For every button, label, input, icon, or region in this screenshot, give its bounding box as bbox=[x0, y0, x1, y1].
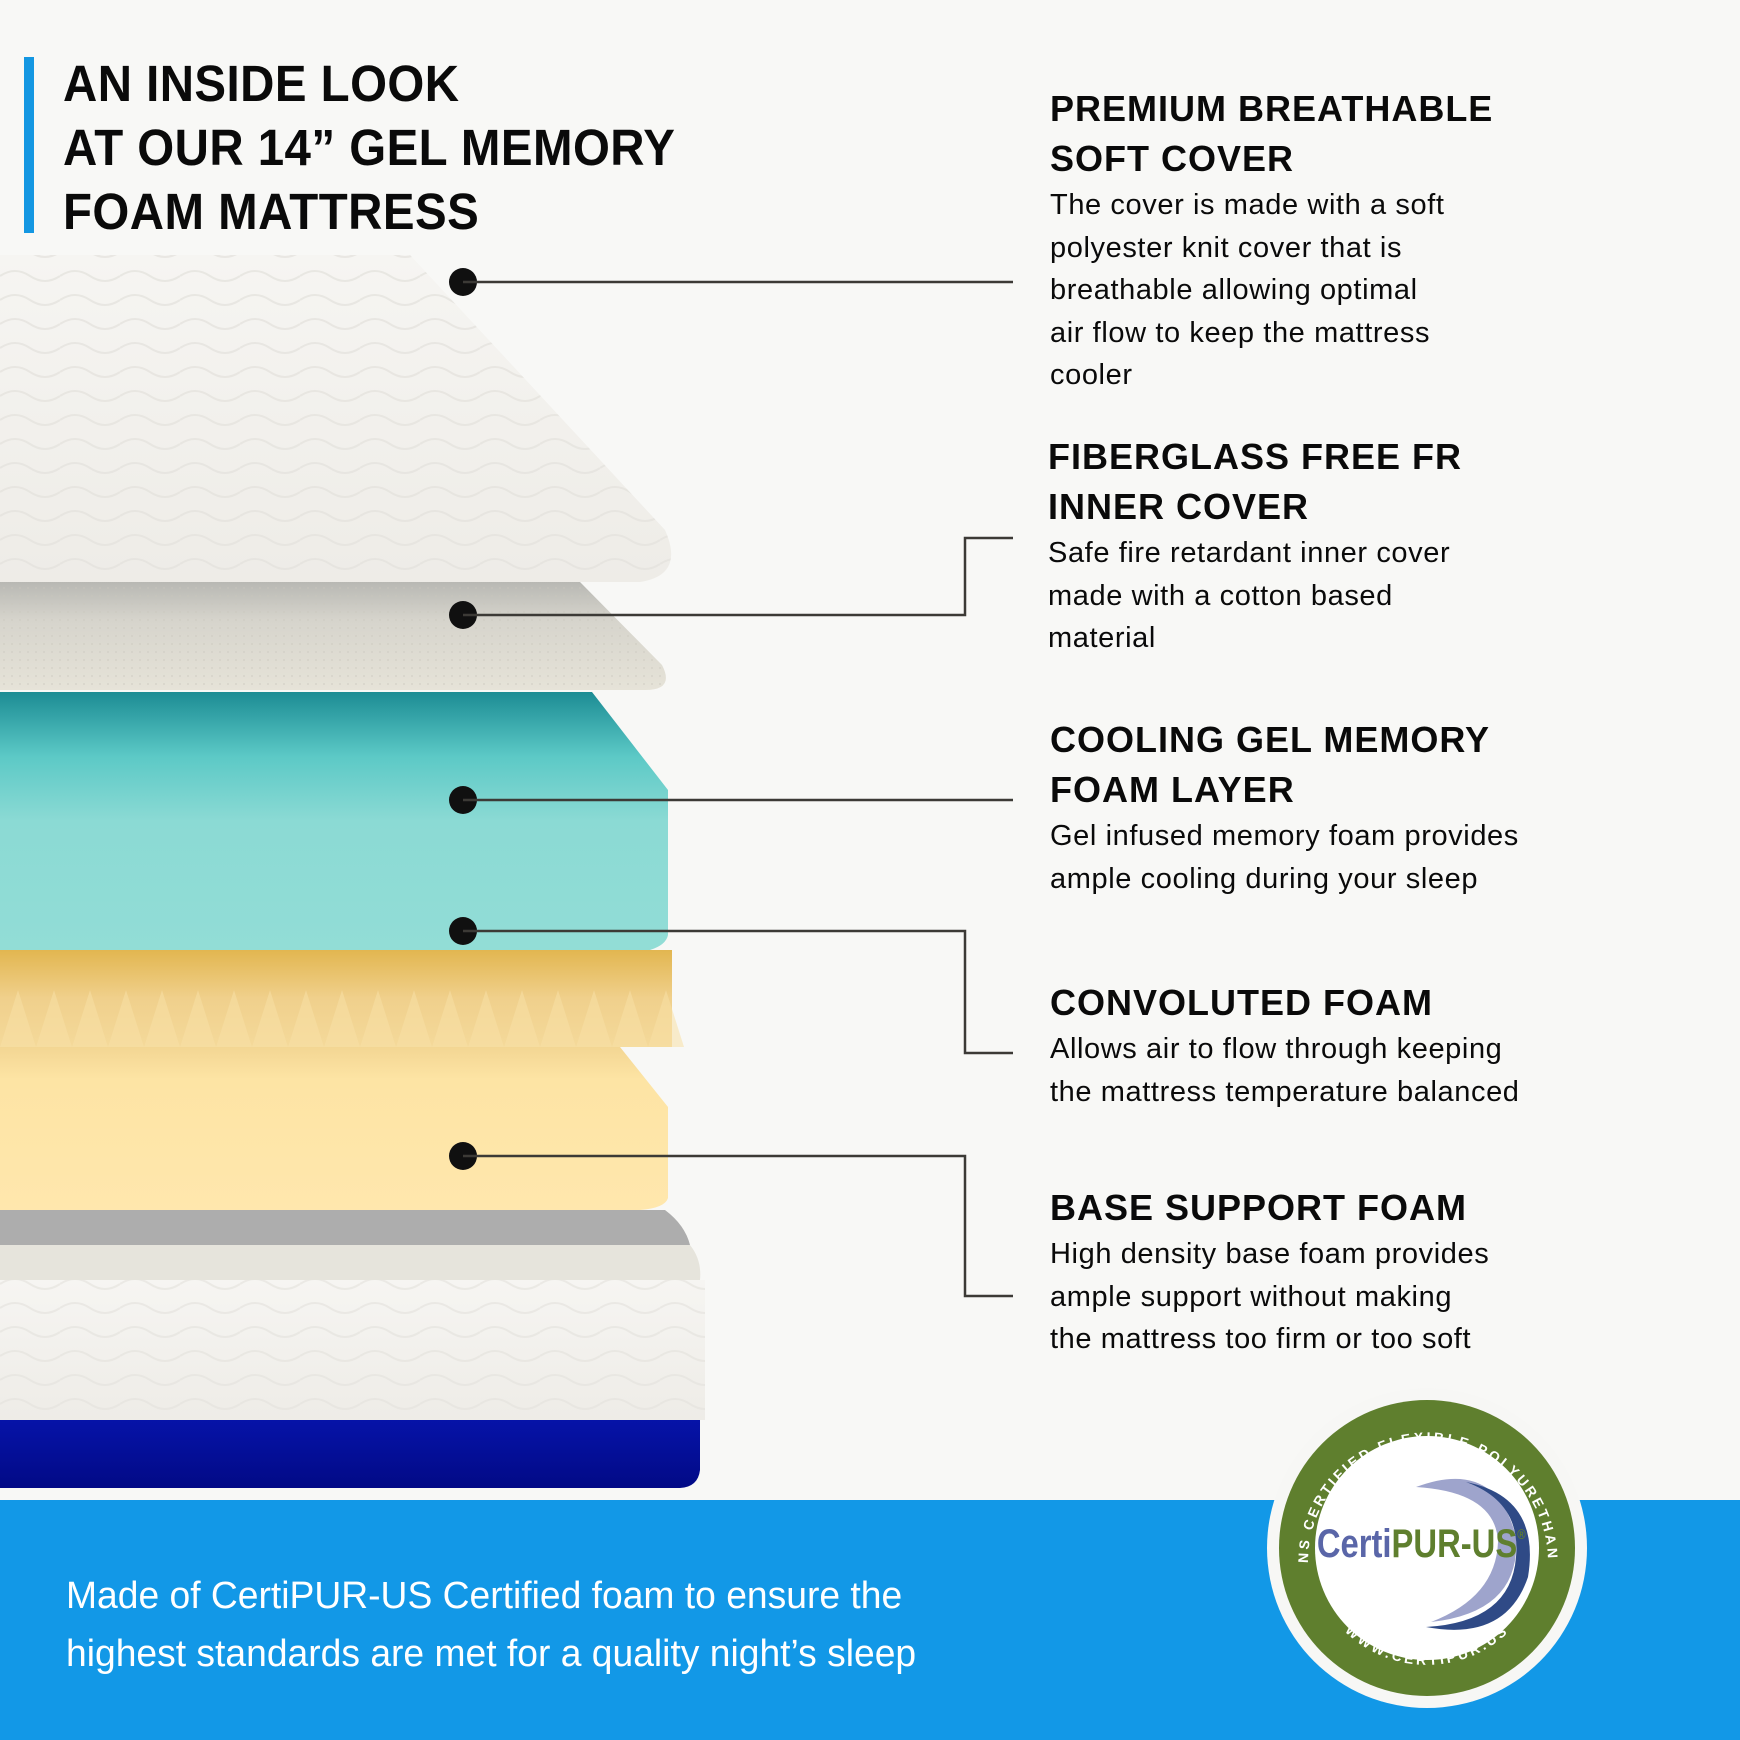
feature-heading: BASE SUPPORT FOAM bbox=[1050, 1187, 1468, 1228]
feature-description: The cover is made with a soft polyester … bbox=[1050, 189, 1445, 391]
seal-brand-pur: PUR-US bbox=[1392, 1521, 1518, 1566]
feature-description: Safe fire retardant inner cover made wit… bbox=[1048, 537, 1451, 654]
feature-description: Gel infused memory foam provides ample c… bbox=[1050, 820, 1519, 895]
layer-inner-cover bbox=[0, 582, 666, 690]
footer-text: Made of CertiPUR-US Certified foam to en… bbox=[66, 1575, 917, 1675]
certipur-us-seal: CONTAINS CERTIFIED FLEXIBLE POLYURETHANE… bbox=[1266, 1387, 1587, 1708]
feature-description: Allows air to flow through keeping the m… bbox=[1050, 1033, 1520, 1108]
mattress-cross-section bbox=[0, 255, 705, 1488]
layer-convoluted-foam bbox=[0, 950, 684, 1047]
callout-dot bbox=[449, 601, 477, 629]
title-accent-bar bbox=[24, 57, 34, 233]
feature-convoluted-foam: CONVOLUTED FOAM Allows air to flow throu… bbox=[1050, 978, 1570, 1113]
callout-dot bbox=[449, 786, 477, 814]
layer-bottom-cover bbox=[0, 1210, 705, 1488]
title-line: AN INSIDE LOOK bbox=[63, 55, 460, 112]
feature-description: High density base foam provides ample su… bbox=[1050, 1238, 1490, 1355]
callout-dot bbox=[449, 1142, 477, 1170]
callout-dot bbox=[449, 268, 477, 296]
seal-brand-certi: Certi bbox=[1317, 1521, 1392, 1566]
layer-soft-cover bbox=[0, 255, 672, 582]
title-line: FOAM MATTRESS bbox=[63, 183, 480, 240]
callout-dot bbox=[449, 917, 477, 945]
svg-text:CertiPUR-US®: CertiPUR-US® bbox=[1317, 1521, 1526, 1566]
layer-gel-foam bbox=[0, 692, 668, 950]
seal-registered: ® bbox=[1517, 1526, 1526, 1542]
feature-heading: CONVOLUTED FOAM bbox=[1050, 982, 1433, 1023]
feature-base-foam: BASE SUPPORT FOAM High density base foam… bbox=[1050, 1183, 1570, 1361]
layer-base-foam bbox=[0, 1047, 668, 1210]
title-line: AT OUR 14” GEL MEMORY bbox=[63, 119, 676, 176]
page-title: AN INSIDE LOOK AT OUR 14” GEL MEMORY FOA… bbox=[63, 52, 675, 244]
